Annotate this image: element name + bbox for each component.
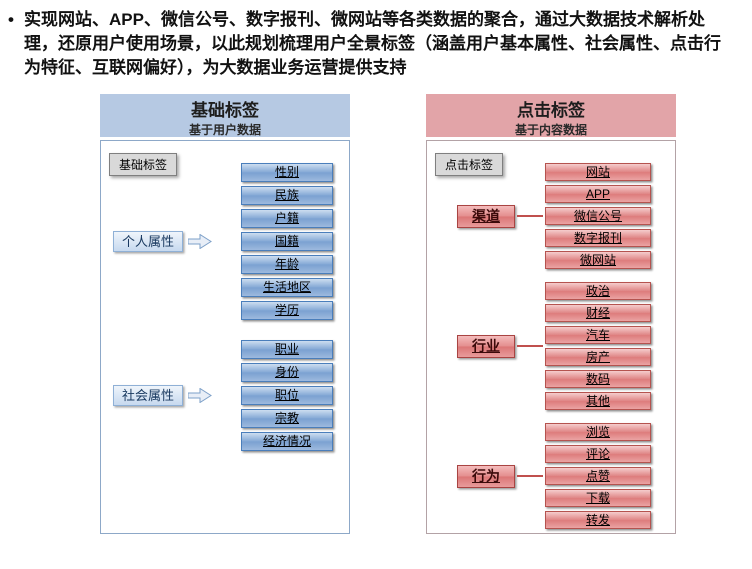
tag-item: 下载 [545, 489, 651, 508]
category-box: 个人属性 [113, 231, 183, 253]
connector-line [517, 345, 543, 348]
right-arrow-icon [188, 234, 212, 250]
click-group: 行业 政治财经汽车房产数码其他 [427, 282, 675, 411]
intro-text: 实现网站、APP、微信公号、数字报刊、微网站等各类数据的聚合，通过大数据技术解析… [24, 10, 721, 78]
tag-item: 宗教 [241, 409, 333, 429]
category-box: 渠道 [457, 204, 515, 228]
tag-item: 其他 [545, 392, 651, 411]
tag-item: 数字报刊 [545, 229, 651, 248]
click-tags-header: 点击标签 基于内容数据 [426, 94, 676, 138]
click-tags-body: 点击标签 渠道 网站 APP 微信公号数字报刊微网站行业 政治财经汽车房产数码其他行为 浏… [426, 140, 676, 535]
attribute-group: 个人属性 性别民族户籍国籍年龄生活地区学历 [101, 163, 349, 321]
tag-item: 财经 [545, 304, 651, 323]
click-tags-subtitle: 基于内容数据 [514, 123, 587, 138]
tag-item-stack: 性别民族户籍国籍年龄生活地区学历 [241, 163, 333, 321]
tag-item: 性别 [241, 163, 333, 183]
intro-paragraph: • 实现网站、APP、微信公号、数字报刊、微网站等各类数据的聚合，通过大数据技术… [0, 0, 752, 80]
tag-item: 生活地区 [241, 278, 333, 298]
tag-item: 身份 [241, 363, 333, 383]
attribute-group: 社会属性 职业身份职位宗教经济情况 [101, 340, 349, 452]
tag-item: 微信公号 [545, 207, 651, 226]
click-tags-groups: 渠道 网站 APP 微信公号数字报刊微网站行业 政治财经汽车房产数码其他行为 浏览评论点赞… [427, 163, 675, 530]
tag-item: 职业 [241, 340, 333, 360]
tag-item: 学历 [241, 301, 333, 321]
panels-row: 基础标签 基于用户数据 基础标签 个人属性 性别民族户籍国籍年龄生活地区学历社会属… [0, 94, 752, 535]
base-tags-groups: 个人属性 性别民族户籍国籍年龄生活地区学历社会属性 职业身份职位宗教经济情况 [101, 163, 349, 452]
tag-item: 户籍 [241, 209, 333, 229]
right-arrow-icon [188, 388, 212, 404]
tag-item-stack: 职业身份职位宗教经济情况 [241, 340, 333, 452]
category-box: 社会属性 [113, 385, 183, 407]
base-tags-body: 基础标签 个人属性 性别民族户籍国籍年龄生活地区学历社会属性 职业身份职位宗教经济情… [100, 140, 350, 535]
tag-item-stack: 浏览评论点赞下载转发 [545, 423, 651, 530]
base-tags-title: 基础标签 [191, 101, 259, 121]
tag-item: 职位 [241, 386, 333, 406]
tag-item: 浏览 [545, 423, 651, 442]
tag-item: 评论 [545, 445, 651, 464]
click-tags-panel: 点击标签 基于内容数据 点击标签 渠道 网站 APP 微信公号数字报刊微网站行业 政治财… [426, 94, 676, 535]
tag-item: APP [545, 185, 651, 204]
category-box: 行为 [457, 464, 515, 488]
bullet-marker: • [8, 10, 14, 29]
click-tags-title: 点击标签 [517, 101, 585, 121]
category-box: 行业 [457, 334, 515, 358]
connector-line [517, 475, 543, 478]
tag-item: 转发 [545, 511, 651, 530]
tag-item: 点赞 [545, 467, 651, 486]
tag-item: 政治 [545, 282, 651, 301]
tag-item-stack: 网站 APP 微信公号数字报刊微网站 [545, 163, 651, 270]
tag-item: 房产 [545, 348, 651, 367]
tag-item: 汽车 [545, 326, 651, 345]
tag-item: 民族 [241, 186, 333, 206]
tag-item: 网站 [545, 163, 651, 182]
base-tags-header: 基础标签 基于用户数据 [100, 94, 350, 138]
tag-item: 数码 [545, 370, 651, 389]
base-tags-panel: 基础标签 基于用户数据 基础标签 个人属性 性别民族户籍国籍年龄生活地区学历社会属… [100, 94, 350, 535]
tag-item: 国籍 [241, 232, 333, 252]
click-tags-chip: 点击标签 [435, 153, 504, 177]
tag-item: 年龄 [241, 255, 333, 275]
click-group: 行为 浏览评论点赞下载转发 [427, 423, 675, 530]
connector-line [517, 215, 543, 218]
base-tags-subtitle: 基于用户数据 [188, 123, 261, 138]
click-group: 渠道 网站 APP 微信公号数字报刊微网站 [427, 163, 675, 270]
tag-item: 微网站 [545, 251, 651, 270]
tag-item: 经济情况 [241, 432, 333, 452]
tag-item-stack: 政治财经汽车房产数码其他 [545, 282, 651, 411]
base-tags-chip: 基础标签 [109, 153, 178, 177]
